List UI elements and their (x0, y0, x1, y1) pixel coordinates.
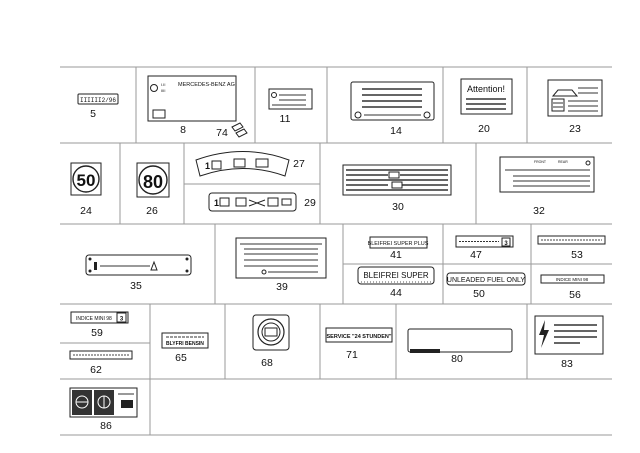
svg-text:REAR: REAR (558, 160, 568, 164)
label-part-14: 14 (350, 81, 435, 137)
part-number-47: 47 (470, 249, 482, 261)
label-part-71: SERVICE "24 STUNDEN" 71 (325, 327, 393, 361)
svg-text:IIIIII2/96: IIIIII2/96 (80, 97, 116, 104)
label-part-47: 3 47 (455, 235, 514, 261)
part-number-44: 44 (390, 287, 402, 299)
label-part-56: INDICE MINI 98 56 (540, 274, 605, 301)
part-number-50: 50 (473, 288, 485, 300)
label-part-41: BLEIFREI SUPER PLUS 41 (368, 236, 429, 261)
part-number-39: 39 (276, 281, 288, 293)
label-part-27: 1 27 (195, 151, 305, 177)
part-number-24: 24 (80, 205, 92, 217)
label-part-53: 53 (537, 235, 606, 261)
fuel-text-59: INDICE MINI 98 (76, 316, 112, 322)
fuel-text-44: BLEIFREI SUPER (363, 271, 429, 280)
part-number-23: 23 (569, 123, 581, 135)
part-number-86: 86 (100, 420, 112, 432)
grid-lines (60, 66, 612, 436)
label-part-20: Attention! 20 (460, 78, 513, 135)
part-number-14: 14 (390, 125, 402, 137)
svg-text:1: 1 (205, 161, 210, 171)
label-part-29: 1 29 (208, 192, 316, 212)
fuel-text-41: BLEIFREI SUPER PLUS (368, 241, 429, 247)
part-number-53: 53 (571, 249, 583, 261)
brand-text-8: MERCEDES-BENZ AG (178, 82, 235, 88)
part-number-29: 29 (304, 197, 316, 209)
part-number-26: 26 (146, 205, 158, 217)
part-number-5: 5 (90, 108, 96, 120)
part-number-80: 80 (451, 353, 463, 365)
label-part-86: 86 (69, 387, 138, 432)
label-part-5: IIIIII2/96 5 (77, 93, 119, 120)
part-number-11: 11 (280, 113, 291, 125)
attention-heading: Attention! (467, 84, 505, 94)
fuel-text-65: BLYFRI BENSIN (166, 341, 204, 347)
part-number-71: 71 (346, 349, 358, 361)
part-number-41: 41 (390, 249, 402, 261)
part-number-56: 56 (569, 289, 581, 301)
part-number-59: 59 (91, 327, 103, 339)
part-number-8: 8 (180, 124, 186, 136)
label-part-32: FRONT REAR 32 (499, 156, 595, 217)
label-part-59: INDICE MINI 98 3 59 (70, 311, 129, 339)
label-part-39: 39 (235, 237, 327, 293)
label-part-50: UNLEADED FUEL ONLY 50 (446, 272, 526, 300)
part-number-62: 62 (90, 364, 102, 376)
svg-text:1: 1 (214, 198, 219, 208)
svg-text:3: 3 (504, 241, 508, 247)
label-part-30: 30 (342, 164, 452, 213)
label-part-80: 80 (407, 328, 513, 365)
part-number-74: 74 (216, 127, 228, 139)
part-number-65: 65 (175, 352, 187, 364)
label-part-62: 62 (69, 350, 133, 376)
label-part-74: 74 (216, 122, 248, 139)
svg-text:3: 3 (120, 317, 124, 323)
label-part-24: 50 24 (70, 162, 102, 217)
svg-text:IIII: IIII (161, 88, 165, 93)
speed-value-26: 80 (143, 172, 163, 192)
part-number-27: 27 (293, 158, 305, 170)
part-number-68: 68 (261, 357, 273, 369)
part-number-83: 83 (561, 358, 573, 370)
label-part-26: 80 26 (136, 162, 170, 217)
svg-text:FRONT: FRONT (534, 160, 547, 164)
label-part-23: 23 (547, 79, 603, 135)
speed-value-24: 50 (77, 171, 96, 190)
label-part-35: 35 (85, 254, 192, 292)
label-part-44: BLEIFREI SUPER 44 (357, 266, 435, 299)
part-number-30: 30 (392, 201, 404, 213)
part-number-35: 35 (130, 280, 142, 292)
part-number-32: 32 (533, 205, 545, 217)
label-part-83: 83 (534, 315, 604, 370)
label-part-68: 68 (252, 314, 290, 369)
fuel-text-50: UNLEADED FUEL ONLY (447, 277, 526, 284)
label-part-65: BLYFRI BENSIN 65 (161, 332, 209, 364)
svg-text:I.II: I.II (161, 82, 165, 87)
part-number-20: 20 (478, 123, 490, 135)
label-part-11: 11 (268, 88, 313, 125)
fuel-text-56: INDICE MINI 98 (556, 277, 589, 282)
label-part-8: MERCEDES-BENZ AG I.II IIII 8 (147, 75, 237, 136)
service-text-71: SERVICE "24 STUNDEN" (326, 334, 391, 340)
